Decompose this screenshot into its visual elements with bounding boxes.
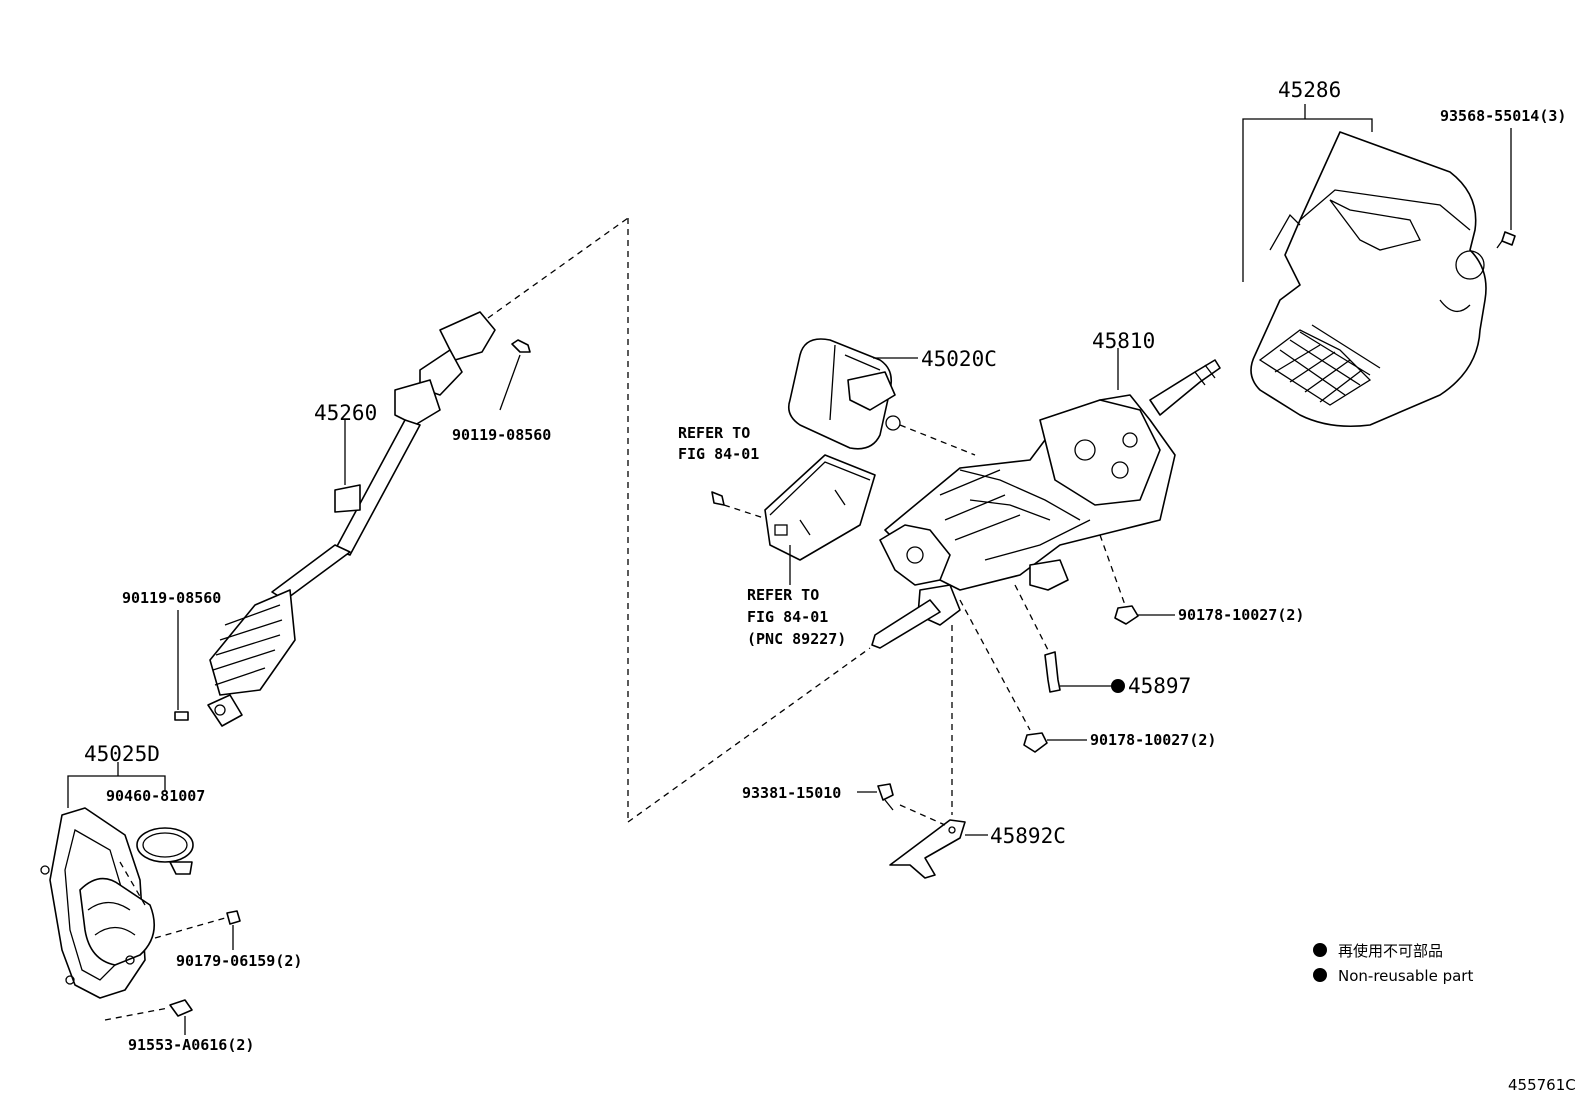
dash-45897 <box>1014 584 1049 651</box>
label-90119-left: 90119-08560 <box>122 589 221 607</box>
refer2-line3: (PNC 89227) <box>747 630 846 648</box>
legend-dot-2 <box>1313 968 1327 982</box>
nut-90178-b <box>1023 732 1048 753</box>
bolt-93381 <box>877 783 894 811</box>
label-45020C: 45020C <box>921 347 997 371</box>
label-45260: 45260 <box>314 401 377 425</box>
dash-93381 <box>899 804 946 826</box>
refer1-line2: FIG 84-01 <box>678 445 759 463</box>
dash-90178-a <box>1099 534 1126 606</box>
label-45286: 45286 <box>1278 78 1341 102</box>
figure-code: 455761C <box>1508 1076 1576 1094</box>
non-reusable-dot-45897 <box>1111 679 1125 693</box>
bracket-45892C-part <box>889 819 966 879</box>
screw-93568 <box>1496 231 1516 249</box>
intermediate-shaft-45260-part <box>207 311 496 727</box>
label-45892C: 45892C <box>990 824 1066 848</box>
bolt-refer1 <box>711 491 725 506</box>
dash-90179 <box>154 917 226 939</box>
dash-refer1 <box>723 504 771 521</box>
dash-bottom-shaft <box>627 647 871 823</box>
dash-90460 <box>119 861 146 906</box>
bracket-45020C-part <box>787 338 901 450</box>
label-90178-b: 90178-10027(2) <box>1090 731 1216 749</box>
label-93381: 93381-15010 <box>742 784 841 802</box>
refer2-line1: REFER TO <box>747 586 819 604</box>
leader-45025D <box>67 762 166 808</box>
column-cover-part <box>1250 131 1487 428</box>
bolt-90119-left <box>174 711 189 721</box>
dash-top-shaft <box>487 217 629 319</box>
bolt-45897 <box>1044 651 1061 693</box>
legend-dot-1 <box>1313 943 1327 957</box>
label-91553: 91553-A0616(2) <box>128 1036 254 1054</box>
clamp-90460-part <box>136 827 194 875</box>
boot-45025D-part <box>40 807 156 999</box>
bolt-90119-top <box>511 339 531 353</box>
dash-90178-b <box>959 599 1031 731</box>
leader-45286 <box>1242 104 1373 282</box>
bolt-90179 <box>226 910 241 925</box>
refer1-line1: REFER TO <box>678 424 750 442</box>
label-90178-a: 90178-10027(2) <box>1178 606 1304 624</box>
nut-90178-a <box>1114 605 1139 625</box>
label-93568: 93568-55014(3) <box>1440 107 1566 125</box>
legend-line-1: 再使用不可部品 <box>1338 942 1443 960</box>
label-45025D: 45025D <box>84 742 160 766</box>
label-90460: 90460-81007 <box>106 787 205 805</box>
leader-90119-top <box>499 354 521 411</box>
refer2-line2: FIG 84-01 <box>747 608 828 626</box>
legend-line-2: Non-reusable part <box>1338 967 1473 985</box>
dash-45020C <box>899 424 976 456</box>
ecu-module-part <box>764 454 876 561</box>
label-45810: 45810 <box>1092 329 1155 353</box>
steering-column-45810-part <box>871 359 1221 649</box>
dash-91553 <box>104 1007 169 1021</box>
label-45897: 45897 <box>1128 674 1191 698</box>
label-90179: 90179-06159(2) <box>176 952 302 970</box>
label-90119-top: 90119-08560 <box>452 426 551 444</box>
bolt-91553 <box>169 999 193 1017</box>
